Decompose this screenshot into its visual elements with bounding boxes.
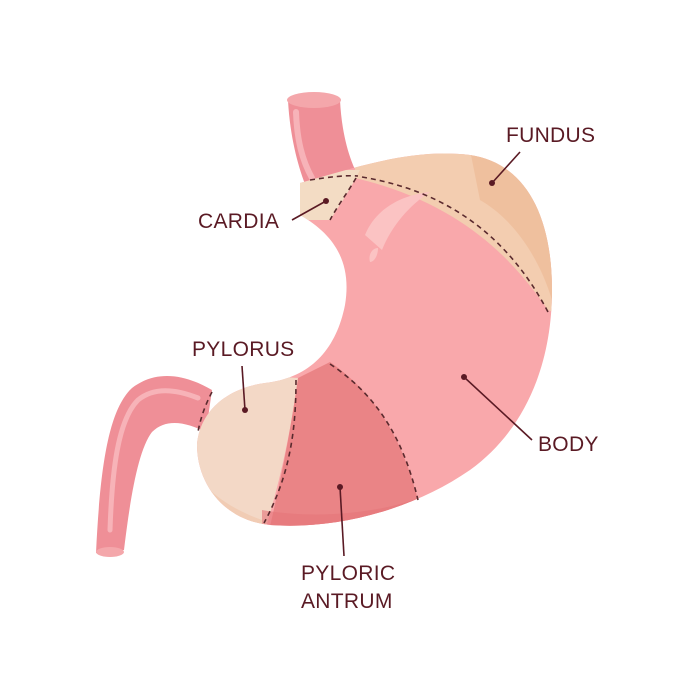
label-pylorus: PYLORUS xyxy=(192,338,294,361)
esophagus-highlight xyxy=(293,109,315,181)
leader-cardia xyxy=(291,200,327,221)
stomach xyxy=(197,153,552,526)
boundary-pylorus-duodenum xyxy=(197,391,213,433)
label-pyloric-antrum-group: PYLORIC ANTRUM xyxy=(301,484,395,613)
leader-pyloric-antrum xyxy=(339,486,345,557)
boundary-cardia-body xyxy=(329,177,357,221)
duodenum xyxy=(96,375,212,557)
label-pyloric-antrum-line2: ANTRUM xyxy=(301,590,393,613)
boundary-antrum-body xyxy=(329,363,419,501)
leader-dot-pyloric-antrum xyxy=(337,484,343,490)
leader-body xyxy=(463,376,533,441)
label-pylorus-group: PYLORUS xyxy=(192,338,294,413)
label-body: BODY xyxy=(538,433,599,456)
leader-dot-pylorus xyxy=(242,407,248,413)
label-body-group: BODY xyxy=(461,374,599,456)
leader-fundus xyxy=(491,151,521,184)
cardia-region xyxy=(290,170,360,220)
boundary-pylorus-antrum xyxy=(263,379,297,524)
label-cardia: CARDIA xyxy=(198,210,279,233)
esophagus-opening xyxy=(287,92,341,108)
boundary-fundus-body xyxy=(361,176,549,313)
leader-dot-cardia xyxy=(323,198,329,204)
label-pyloric-antrum-line1: PYLORIC xyxy=(301,562,395,585)
label-cardia-group: CARDIA xyxy=(198,198,329,233)
leader-dot-fundus xyxy=(489,180,495,186)
label-fundus-group: FUNDUS xyxy=(489,124,595,186)
label-fundus: FUNDUS xyxy=(506,124,595,147)
fundus-shade xyxy=(470,153,552,300)
body-highlight-dot xyxy=(369,248,378,262)
leader-pylorus xyxy=(241,365,246,411)
body-highlight xyxy=(365,192,430,250)
leader-dot-body xyxy=(461,374,467,380)
duodenum-highlight xyxy=(107,388,201,533)
boundary-cardia-fundus xyxy=(309,174,359,181)
duodenum-opening xyxy=(96,547,124,557)
